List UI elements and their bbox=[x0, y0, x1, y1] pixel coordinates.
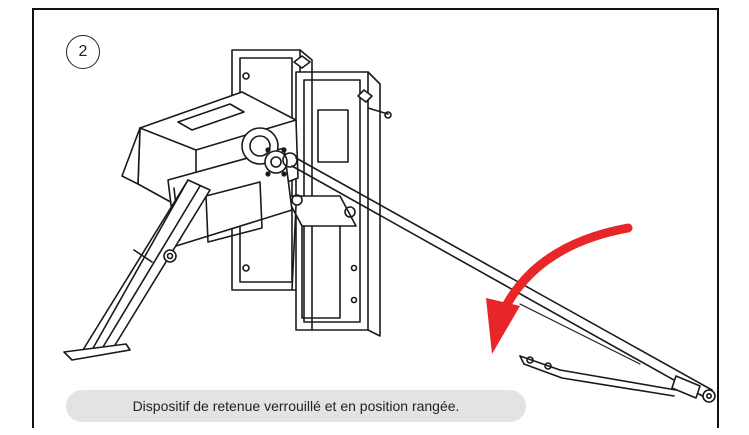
top-pins bbox=[293, 55, 392, 119]
hub-assembly bbox=[241, 127, 298, 177]
secondary-handle bbox=[519, 355, 677, 397]
step-number-badge: 2 bbox=[66, 35, 100, 69]
rotation-arrow bbox=[486, 223, 633, 354]
inclined-ramp bbox=[63, 179, 211, 361]
lower-bracket bbox=[285, 194, 357, 319]
restraint-rod bbox=[291, 157, 716, 403]
figure-frame bbox=[32, 8, 719, 428]
figure-caption: Dispositif de retenue verrouillé et en p… bbox=[66, 390, 526, 422]
